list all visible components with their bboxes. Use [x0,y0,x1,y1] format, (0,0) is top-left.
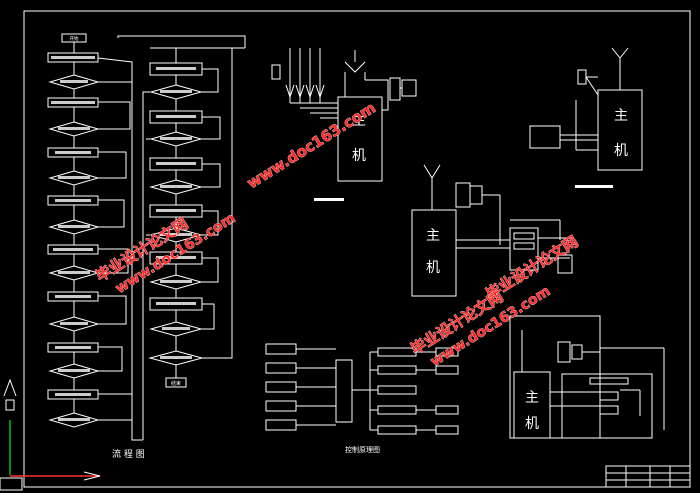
drawing-frame [23,10,691,488]
chip-char: 主 [614,108,628,124]
driver-module [509,227,539,271]
chip-char: 主 [426,228,440,244]
main-chip-bottom [513,371,551,439]
control-block-diagram [265,343,459,435]
main-chip-top-text: 主 机 [352,113,366,164]
main-chip-middle [411,209,457,297]
chip-char: 主 [525,390,539,406]
main-chip-top [337,96,383,182]
circuit-middle [411,164,573,297]
chip-char: 机 [525,416,539,432]
circuit-bottom-right [509,315,665,439]
chip-char: 主 [352,113,366,129]
flowchart-left-column [47,33,246,441]
flowchart-caption: 流 程 图 [112,448,145,460]
flow-process-box [47,52,99,63]
main-chip-middle-text: 主 机 [426,228,440,276]
connector-block [271,64,281,80]
flow-start-label: 开始 [70,35,79,42]
label-bar [314,198,344,201]
chip-char: 机 [352,148,366,164]
chip-char: 机 [426,260,440,276]
circuit-top-center [271,48,417,182]
watermark-2: 毕业设计论文网 www.doc163.com [407,283,553,370]
flow-end-box [165,377,187,388]
title-block [605,465,691,488]
flowchart-right-labels: 结束 [156,67,196,387]
flow-end-label: 结束 [171,380,181,387]
ucs-axis-icon [0,378,101,491]
control-diagram-caption: 控制原理图 [345,445,380,454]
flowchart-right-column [142,47,245,440]
main-chip-right-text: 主 机 [614,108,628,159]
flowchart-left-labels: 开始 [51,35,95,421]
controller-box [335,359,353,423]
label-bar [575,185,613,188]
chip-char: 机 [614,143,628,159]
flow-decision [48,412,100,428]
main-chip-bottom-text: 主 机 [525,390,539,432]
circuit-top-right [529,47,643,171]
